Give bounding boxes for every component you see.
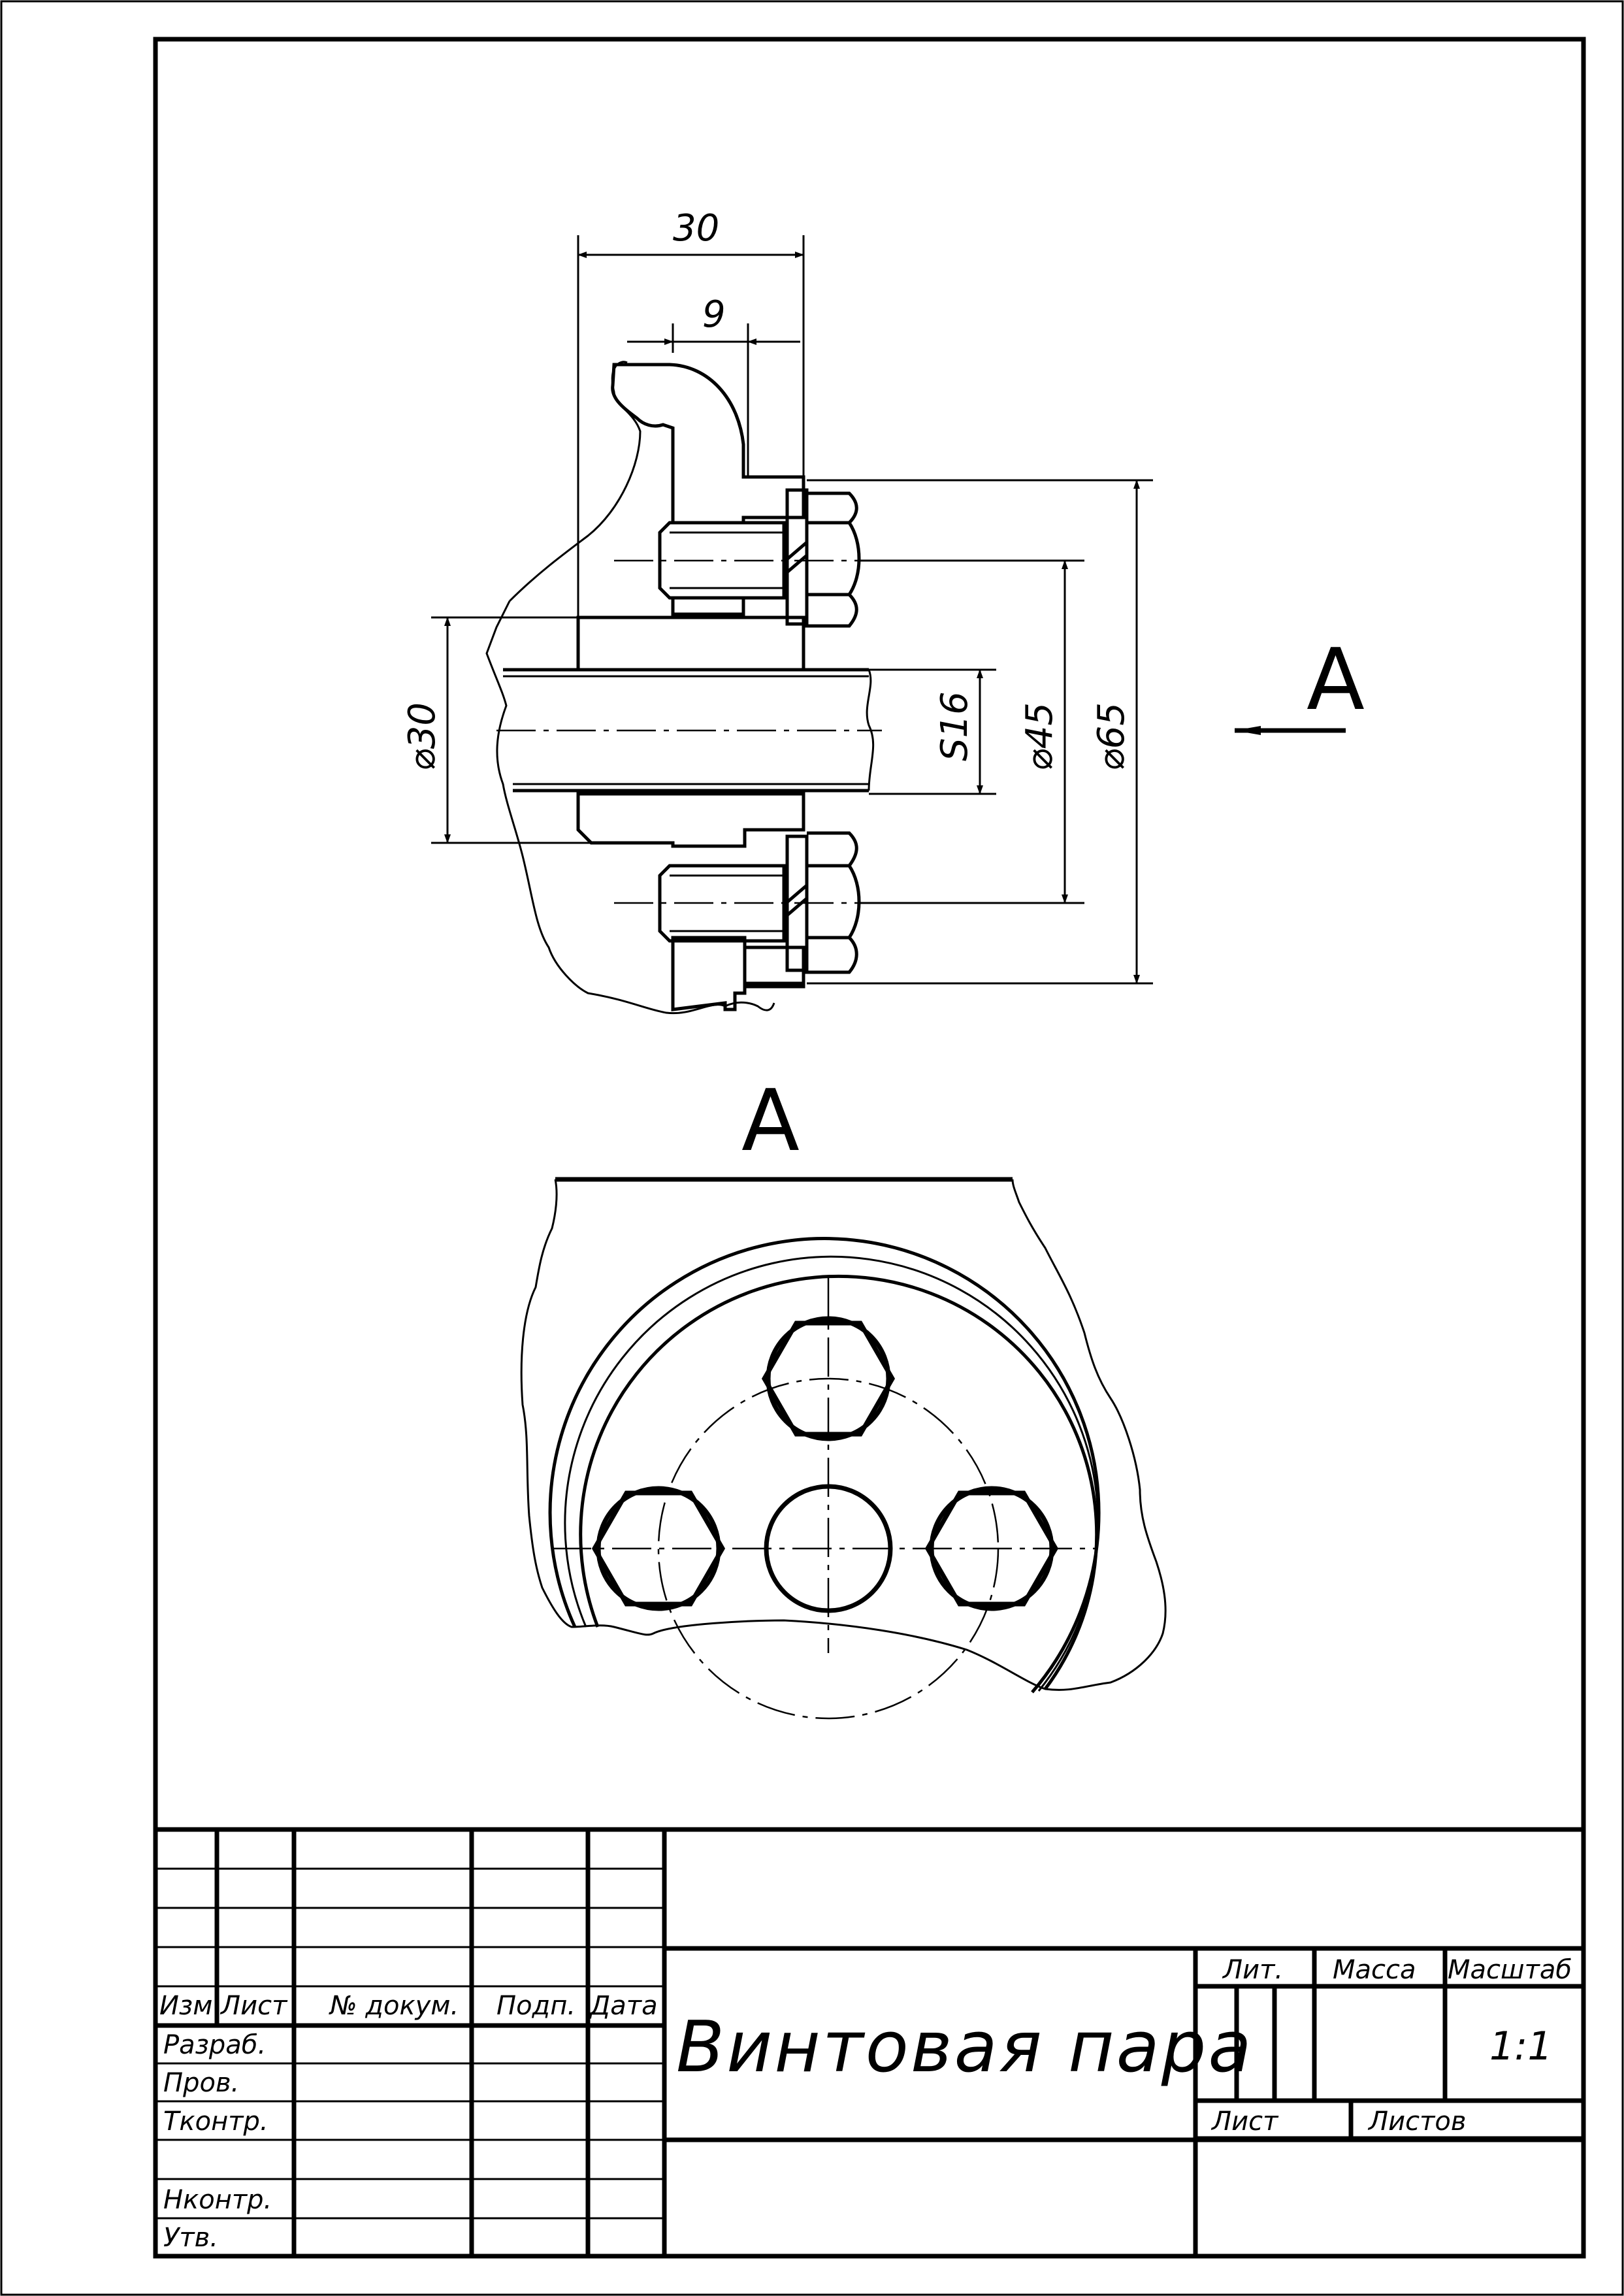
dimension-lines — [444, 252, 1140, 984]
tb-role-tech-control: Тконтр. — [163, 2107, 268, 2137]
dim-dia30: ⌀30 — [401, 702, 444, 771]
bolt-head-left — [591, 1486, 726, 1611]
dim-s16: S16 — [934, 691, 976, 761]
tb-role-developer: Разраб. — [163, 2030, 266, 2060]
bolt-head-right — [924, 1486, 1059, 1611]
tb-scale-value: 1:1 — [1489, 2024, 1553, 2069]
tb-header-mass: Масса — [1333, 1955, 1416, 1985]
tb-header-sign: Подп. — [496, 1991, 576, 2021]
view-arrow-label: A — [1307, 630, 1365, 729]
shaft — [496, 668, 882, 793]
bushing-upper-hatched — [671, 596, 745, 616]
bolt-upper — [614, 488, 1084, 628]
outer-ring-1 — [579, 1274, 1099, 1690]
flange-hatched — [611, 363, 805, 525]
dim-30-width: 30 — [673, 207, 719, 250]
tb-header-sheet: Лист — [1210, 2107, 1279, 2137]
tb-role-norm-control: Нконтр. — [163, 2185, 272, 2215]
sleeve-lower-hatched — [576, 792, 805, 848]
tb-header-lit: Лит. — [1222, 1955, 1283, 1985]
tb-header-date: Дата — [589, 1991, 658, 2021]
tb-title: Винтовая пара — [676, 2007, 1254, 2088]
shaft-end-circle — [764, 1484, 893, 1613]
view-a-break-outline — [520, 1179, 1167, 1691]
outer-ring-3 — [548, 1237, 1101, 1694]
bolt-head-top — [761, 1316, 896, 1441]
tb-role-approved: Утв. — [163, 2223, 218, 2253]
tb-header-scale: Масштаб — [1448, 1955, 1572, 1985]
tb-header-list: Лист — [219, 1991, 288, 2021]
tb-role-checker: Пров. — [163, 2068, 239, 2098]
dim-dia65: ⌀65 — [1090, 702, 1133, 771]
sleeve-upper-hatched — [576, 615, 805, 672]
title-block — [155, 1827, 1583, 2256]
tb-header-doc-no: № докум. — [329, 1991, 459, 2021]
drawing-frame — [153, 37, 1586, 2259]
dim-dia45: ⌀45 — [1018, 702, 1061, 771]
housing-break-line — [485, 361, 775, 1015]
section-view: 30 9 ⌀30 S16 ⌀45 ⌀65 A — [401, 207, 1365, 1015]
tb-header-izm: Изм — [159, 1991, 212, 2021]
extension-lines — [431, 235, 1153, 985]
dim-9-width: 9 — [702, 293, 726, 336]
view-a-title: A — [741, 1071, 800, 1170]
tb-header-sheets: Листов — [1367, 2107, 1466, 2137]
bushing-lower-hatched — [743, 945, 805, 985]
view-a: A — [520, 1071, 1167, 1720]
